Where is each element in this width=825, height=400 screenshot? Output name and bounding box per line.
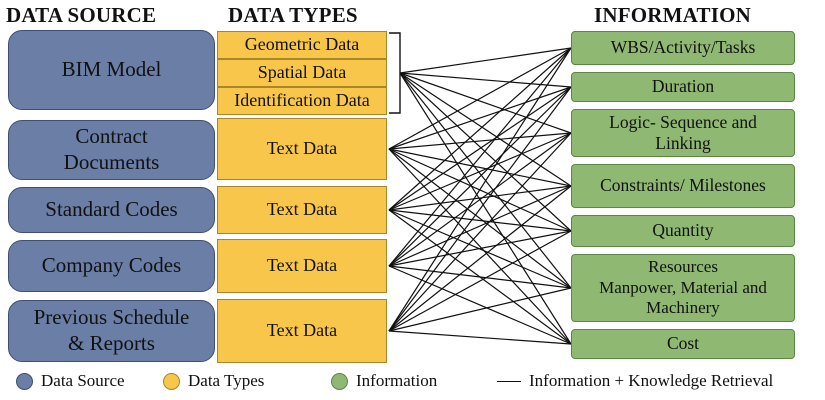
link-line-1-2 [388,132,572,150]
link-line-3-3 [388,185,572,267]
link-line-4-6 [388,330,572,345]
source-previous-schedule: Previous Schedule & Reports [8,300,215,362]
legend-link-label: Information + Knowledge Retrieval [529,371,774,390]
source-standard-codes: Standard Codes [8,187,215,233]
legend-link: Information + Knowledge Retrieval [497,371,773,391]
legend-data-types: Data Types [163,371,264,391]
datatype-text-previous: Text Data [217,299,387,363]
link-line-0-3 [399,72,572,187]
datatype-identification: Identification Data [217,87,387,115]
header-data-source: DATA SOURCE [6,3,157,27]
link-line-3-4 [388,230,572,267]
link-line-3-6 [388,265,572,345]
legend-information-swatch [331,372,348,390]
legend-information: Information [331,371,437,391]
info-label: Resources Manpower, Material and Machine… [599,257,767,318]
source-label: BIM Model [61,57,162,82]
link-line-0-6 [399,72,572,345]
info-resources: Resources Manpower, Material and Machine… [571,254,795,322]
info-label: Cost [666,333,700,354]
datatype-text-company: Text Data [217,239,387,293]
info-quantity: Quantity [571,215,795,247]
source-contract-documents: Contract Documents [8,120,215,180]
info-logic-sequence: Logic- Sequence and Linking [571,109,795,157]
datatype-label: Text Data [266,138,338,159]
legend-data-types-label: Data Types [188,371,265,390]
datatype-label: Text Data [266,255,338,276]
datatype-text-standard: Text Data [217,186,387,234]
datatype-label: Text Data [266,199,338,220]
link-line-3-1 [388,86,572,267]
header-information: INFORMATION [594,3,751,27]
link-line-2-2 [388,132,572,211]
info-duration: Duration [571,72,795,102]
link-line-1-3 [388,148,572,187]
link-line-1-6 [388,148,572,345]
datatype-label: Geometric Data [244,34,360,55]
info-cost: Cost [571,329,795,359]
header-data-types: DATA TYPES [228,3,358,27]
datatype-geometric: Geometric Data [217,31,387,59]
legend-data-source-label: Data Source [41,371,125,390]
link-line-3-5 [388,265,572,289]
link-line-4-1 [388,86,572,332]
info-label: WBS/Activity/Tasks [610,37,756,58]
link-line-2-0 [388,47,572,211]
source-label: Company Codes [41,253,182,278]
legend-data-source: Data Source [16,371,125,391]
link-line-4-0 [388,47,572,332]
link-line-2-1 [388,86,572,211]
legend-information-label: Information [356,371,438,390]
datatype-text-contract: Text Data [217,118,387,180]
link-line-4-5 [388,287,572,332]
link-line-0-1 [399,72,572,88]
legend-link-line [497,380,521,382]
datatype-label: Identification Data [234,90,370,111]
source-label: Contract Documents [63,124,160,174]
link-line-2-3 [388,185,572,211]
info-label: Quantity [652,220,714,241]
source-label: Standard Codes [45,197,178,222]
link-line-1-1 [388,86,572,150]
info-label: Constraints/ Milestones [600,175,766,196]
datatype-spatial: Spatial Data [217,59,387,87]
link-line-0-0 [399,47,572,74]
source-bim-model: BIM Model [8,30,215,110]
link-line-1-5 [388,148,572,289]
info-wbs-activity-tasks: WBS/Activity/Tasks [571,31,795,65]
link-line-2-4 [388,209,572,232]
source-label: Previous Schedule & Reports [33,305,190,355]
link-line-4-4 [388,230,572,332]
legend-data-types-swatch [163,372,180,390]
link-line-3-2 [388,132,572,267]
link-line-0-4 [399,72,572,232]
info-constraints-milestones: Constraints/ Milestones [571,164,795,208]
datatype-label: Text Data [266,320,338,341]
link-line-0-2 [399,72,572,134]
link-line-3-0 [388,47,572,267]
link-line-4-3 [388,185,572,332]
source-company-codes: Company Codes [8,240,215,292]
link-line-1-0 [388,47,572,150]
legend-data-source-swatch [16,372,33,390]
bim-bracket [389,32,401,114]
info-label: Logic- Sequence and Linking [609,111,757,153]
datatype-label: Spatial Data [257,62,347,83]
info-label: Duration [651,76,715,97]
link-line-4-2 [388,132,572,332]
